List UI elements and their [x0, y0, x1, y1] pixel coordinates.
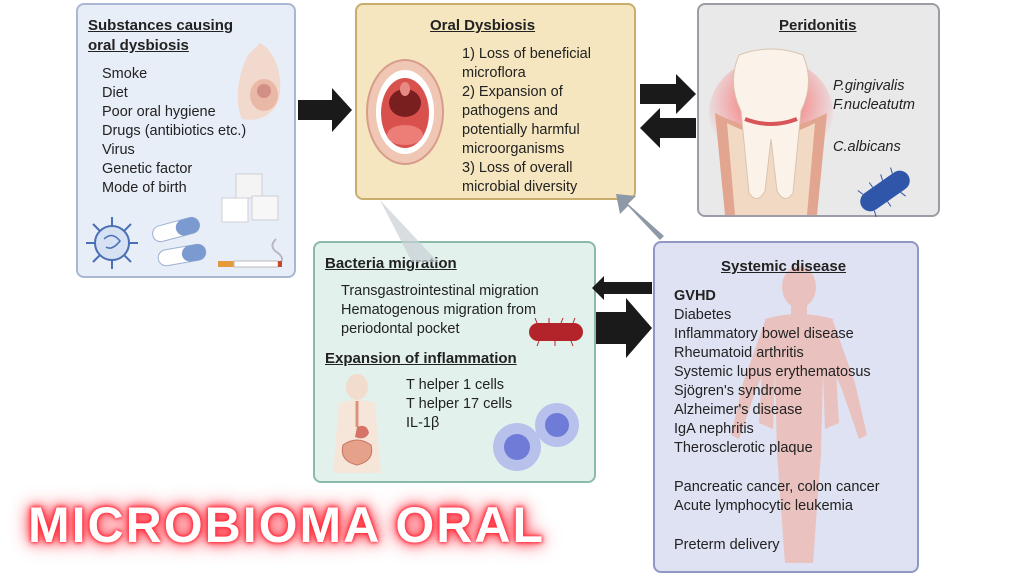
dysbiosis-line: microflora: [462, 65, 526, 81]
pregnancy-icon: [237, 43, 281, 120]
substance-item: Poor oral hygiene: [102, 104, 216, 120]
substance-item: Mode of birth: [102, 180, 187, 196]
periodontitis-panel: Peridonitis P.gingivalis F.nucleatutm C.…: [697, 3, 940, 217]
dysbiosis-line: potentially harmful: [462, 122, 580, 138]
open-mouth-icon: [366, 59, 444, 165]
gray-arrow-dysbiosis-to-migration: [380, 200, 438, 262]
cancer-item: Acute lymphocytic leukemia: [674, 498, 853, 514]
substance-item: Smoke: [102, 66, 148, 82]
overlay-title: MICROBIOMA ORAL: [28, 497, 545, 553]
arrow-systemic-to-migration: [592, 276, 652, 300]
other-condition-item: Preterm delivery: [674, 537, 780, 553]
digestive-system-icon: [333, 374, 381, 473]
arrow-substances-to-dysbiosis: [298, 88, 352, 132]
bacteria-migration-panel: Bacteria migration Transgastrointestinal…: [313, 241, 596, 483]
arrow-periodontitis-to-dysbiosis: [640, 108, 696, 148]
arrow-systemic-to-dysbiosis: [616, 194, 664, 240]
cigarette-icon: [218, 238, 283, 268]
dysbiosis-line: 2) Expansion of: [462, 84, 563, 100]
species-label: F.nucleatutm: [833, 97, 915, 113]
virus-icon: [86, 217, 138, 269]
inflammation-title: Expansion of inflammation: [325, 350, 517, 367]
disease-item: Inflammatory bowel disease: [674, 326, 854, 342]
inflammation-item: T helper 1 cells: [406, 377, 505, 393]
oral-dysbiosis-title: Oral Dysbiosis: [430, 17, 536, 34]
migration-line: periodontal pocket: [341, 321, 460, 337]
systemic-disease-panel: Systemic disease GVHD Diabetes Inflammat…: [653, 241, 919, 573]
substances-panel: Substances causing oral dysbiosis Smoke …: [76, 3, 296, 278]
dysbiosis-line: pathogens and: [462, 103, 558, 119]
substance-item: Drugs (antibiotics etc.): [102, 123, 247, 139]
migration-line: Hematogenous migration from: [341, 302, 537, 318]
sugar-cubes-icon: [221, 173, 279, 223]
periodontitis-title: Peridonitis: [779, 17, 857, 34]
inflammation-item: IL-1β: [406, 415, 440, 431]
dysbiosis-line: microbial diversity: [462, 179, 578, 195]
disease-item: IgA nephritis: [674, 421, 754, 437]
dysbiosis-line: 1) Loss of beneficial: [462, 46, 591, 62]
cancer-item: Pancreatic cancer, colon cancer: [674, 479, 880, 495]
disease-item-gvhd: GVHD: [674, 288, 716, 304]
disease-item: Alzheimer's disease: [674, 402, 803, 418]
oral-dysbiosis-panel: Oral Dysbiosis 1) Loss of beneficial mic…: [355, 3, 636, 200]
disease-item: Therosclerotic plaque: [674, 440, 813, 456]
substance-item: Diet: [102, 85, 128, 101]
pills-icon: [152, 216, 207, 267]
arrow-dysbiosis-to-periodontitis: [640, 74, 696, 114]
human-body-icon: [731, 266, 867, 563]
disease-item: Diabetes: [674, 307, 732, 323]
immune-cells-icon: [493, 403, 579, 471]
disease-item: Rheumatoid arthritis: [674, 345, 804, 361]
red-bacterium-icon: [529, 317, 583, 347]
migration-line: Transgastrointestinal migration: [341, 283, 539, 299]
bacterium-icon: [857, 167, 910, 217]
dysbiosis-line: 3) Loss of overall: [462, 160, 573, 176]
species-label: P.gingivalis: [833, 78, 905, 94]
substances-title-line2: oral dysbiosis: [88, 37, 189, 54]
disease-item: Sjögren's syndrome: [674, 383, 802, 399]
inflammation-item: T helper 17 cells: [406, 396, 513, 412]
tooth-inflammation-icon: [709, 48, 833, 215]
substances-title-line1: Substances causing: [88, 17, 234, 34]
species-label: C.albicans: [833, 139, 901, 155]
systemic-disease-title: Systemic disease: [721, 258, 847, 275]
disease-item: Systemic lupus erythematosus: [674, 364, 871, 380]
arrow-migration-to-systemic: [596, 298, 652, 358]
substance-item: Virus: [102, 142, 135, 158]
substance-item: Genetic factor: [102, 161, 193, 177]
dysbiosis-line: microorganisms: [462, 141, 565, 157]
